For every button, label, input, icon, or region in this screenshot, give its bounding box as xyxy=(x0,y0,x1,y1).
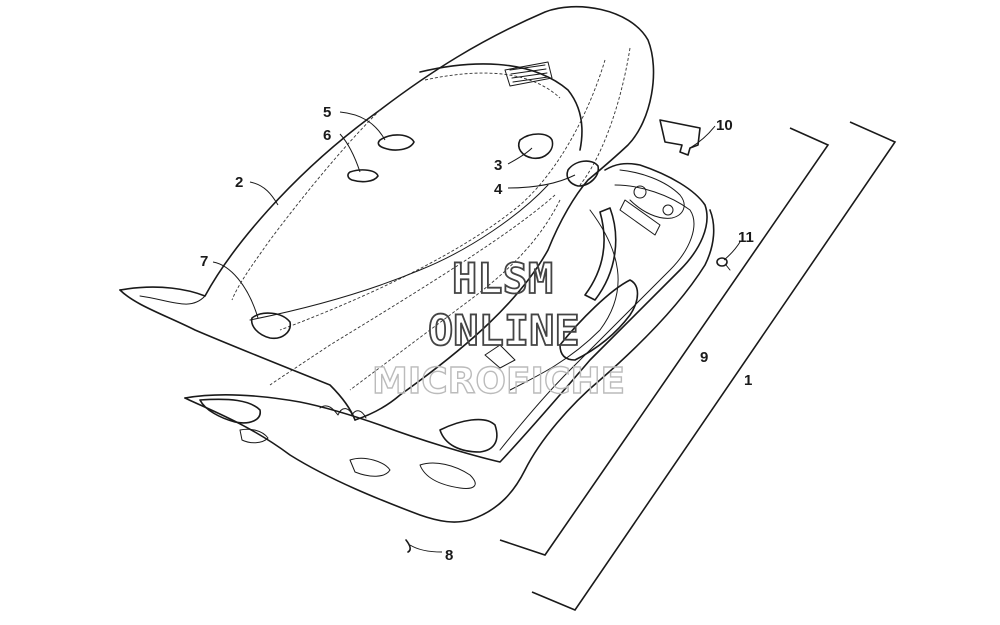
callout-4: 4 xyxy=(494,181,503,198)
watermark-line-1: HLSM xyxy=(452,254,553,303)
patch-5-icon xyxy=(377,134,415,151)
warning-label-icon xyxy=(504,61,553,87)
patch-6-icon xyxy=(347,169,379,183)
callout-2: 2 xyxy=(235,174,243,191)
seat-cover xyxy=(119,6,655,421)
leader-lines xyxy=(212,111,741,553)
patch-parts xyxy=(250,119,731,553)
watermark-line-2: ONLINE xyxy=(428,306,580,355)
watermark: HLSM ONLINE MICROFICHE xyxy=(371,253,625,403)
patch-4-icon xyxy=(566,160,600,187)
clip-8-icon xyxy=(405,539,411,553)
patch-3-icon xyxy=(517,133,554,160)
callout-8: 8 xyxy=(445,547,453,564)
callout-7: 7 xyxy=(200,253,208,270)
callout-10: 10 xyxy=(716,117,733,134)
callout-9: 9 xyxy=(700,349,708,366)
callout-1: 1 xyxy=(744,372,752,389)
seat-base xyxy=(184,162,715,523)
bracket-10-icon xyxy=(659,119,701,156)
callout-6: 6 xyxy=(323,127,331,144)
callout-labels: 5 6 3 4 2 7 8 9 1 10 11 xyxy=(200,104,754,564)
fastener-11-icon xyxy=(716,257,731,271)
callout-11: 11 xyxy=(738,229,754,246)
callout-3: 3 xyxy=(494,157,502,174)
assembly-brackets xyxy=(499,121,897,611)
patch-7-icon xyxy=(250,312,292,340)
watermark-line-3: MICROFICHE xyxy=(372,361,625,402)
callout-5: 5 xyxy=(323,104,331,121)
